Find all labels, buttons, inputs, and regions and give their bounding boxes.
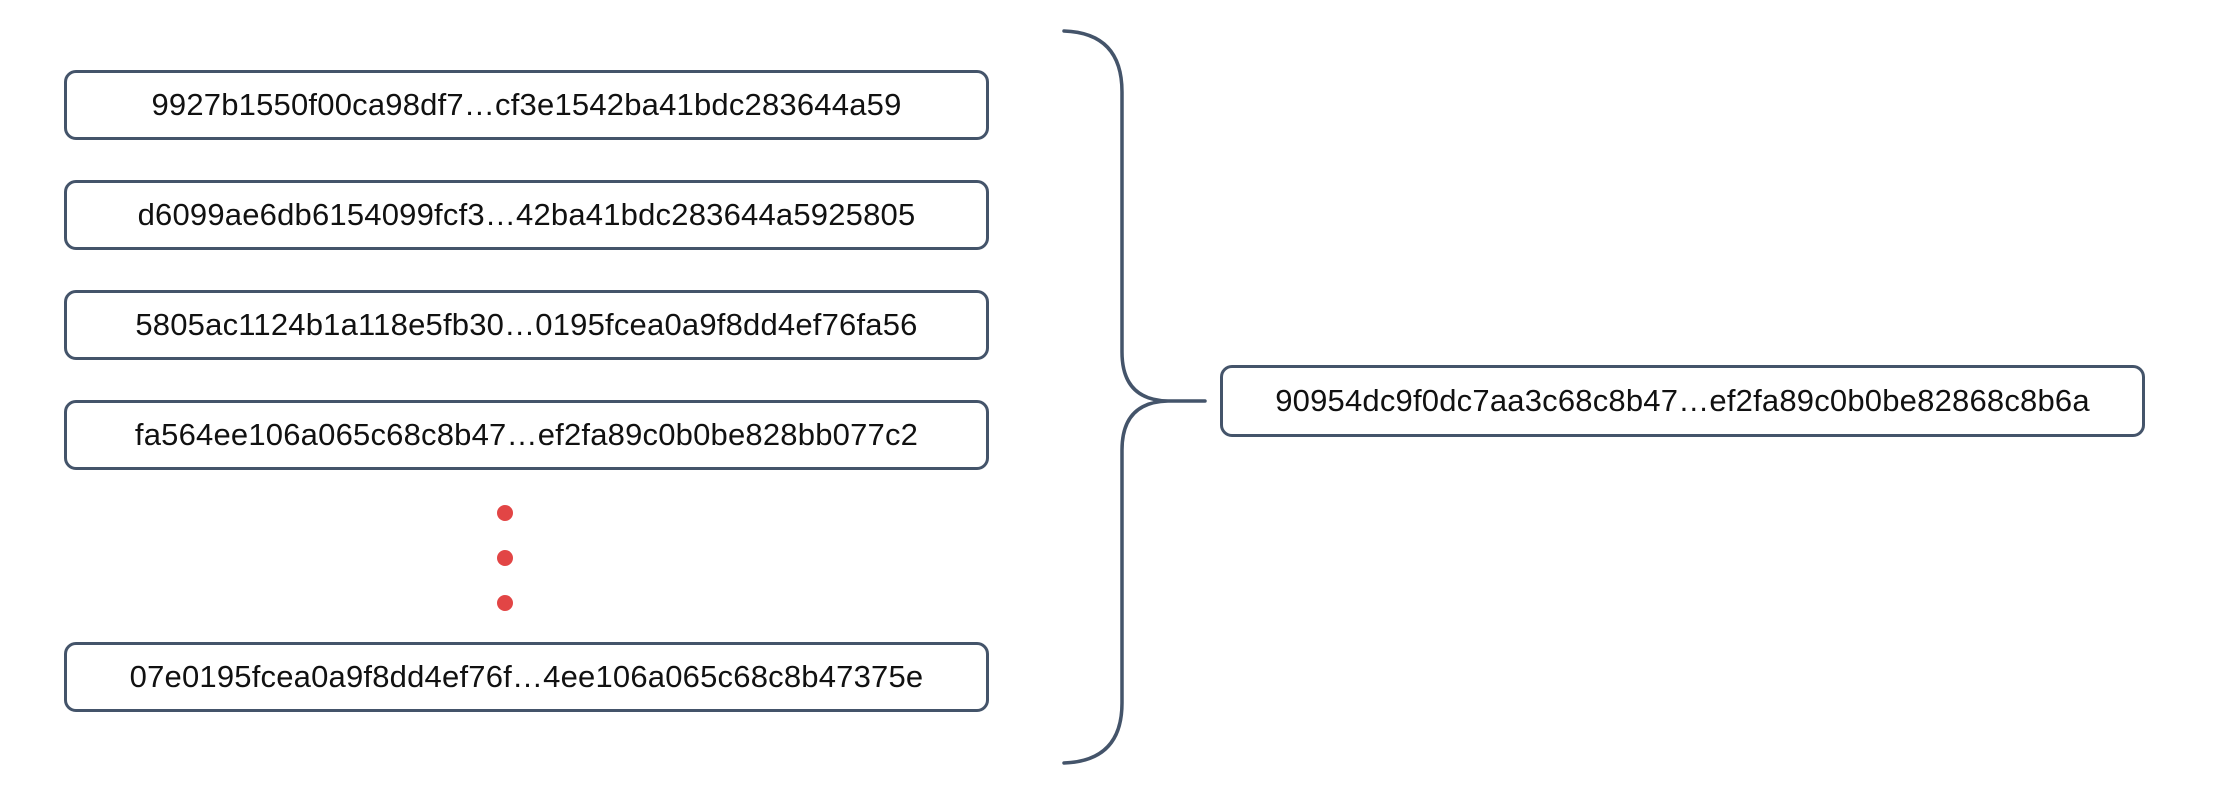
ellipsis-dot — [497, 550, 513, 566]
vertical-ellipsis — [497, 505, 513, 611]
input-hash-box-5: 07e0195fcea0a9f8dd4ef76f…4ee106a065c68c8… — [64, 642, 989, 712]
input-hash-box-4: fa564ee106a065c68c8b47…ef2fa89c0b0be828b… — [64, 400, 989, 470]
ellipsis-dot — [497, 505, 513, 521]
input-hash-text-2: d6099ae6db6154099fcf3…42ba41bdc283644a59… — [137, 197, 916, 232]
input-hash-text-1: 9927b1550f00ca98df7…cf3e1542ba41bdc28364… — [151, 87, 902, 122]
input-hash-text-4: fa564ee106a065c68c8b47…ef2fa89c0b0be828b… — [134, 417, 919, 452]
result-hash-box: 90954dc9f0dc7aa3c68c8b47…ef2fa89c0b0be82… — [1220, 365, 2145, 437]
ellipsis-dot — [497, 595, 513, 611]
result-hash-text: 90954dc9f0dc7aa3c68c8b47…ef2fa89c0b0be82… — [1275, 383, 2090, 418]
input-hash-box-2: d6099ae6db6154099fcf3…42ba41bdc283644a59… — [64, 180, 989, 250]
input-hash-box-1: 9927b1550f00ca98df7…cf3e1542ba41bdc28364… — [64, 70, 989, 140]
input-hash-box-3: 5805ac1124b1a118e5fb30…0195fcea0a9f8dd4e… — [64, 290, 989, 360]
input-hash-text-5: 07e0195fcea0a9f8dd4ef76f…4ee106a065c68c8… — [129, 659, 924, 694]
input-hash-text-3: 5805ac1124b1a118e5fb30…0195fcea0a9f8dd4e… — [135, 307, 918, 342]
